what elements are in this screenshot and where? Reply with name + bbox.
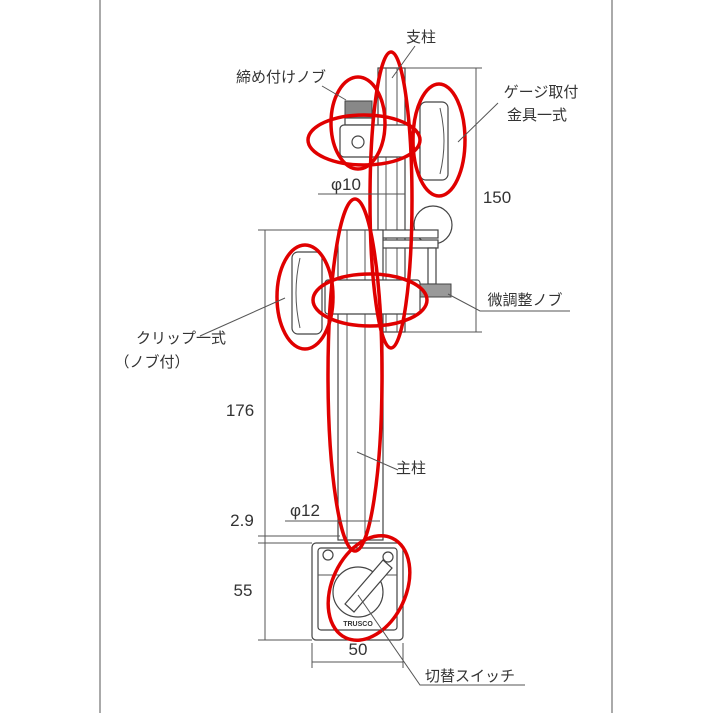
brand-logo: TRUSCO: [343, 621, 373, 628]
switch-lever: [344, 559, 393, 613]
label-main-column: 主柱: [396, 459, 426, 477]
label-tightening-knob: 締め付けノブ: [236, 68, 326, 86]
dim-support-length: 150: [483, 188, 511, 207]
label-clip-set-2: （ノブ付）: [114, 353, 189, 371]
fine-adjust-assembly: [379, 205, 453, 298]
dim-main-length: 176: [226, 401, 254, 420]
label-fine-adjust-knob: 微調整ノブ: [487, 291, 562, 309]
dim-base-height: 55: [234, 581, 253, 600]
label-clip-set-1: クリップ一式: [136, 329, 226, 347]
dim-gap: 2.9: [230, 511, 254, 530]
gauge-mount-pad: [419, 101, 449, 181]
label-gauge-mount-2: 金具一式: [507, 106, 567, 124]
dim-base-width: 50: [349, 640, 368, 659]
label-gauge-mount-1: ゲージ取付: [504, 83, 579, 101]
highlight-ellipses: [275, 50, 467, 642]
label-switch: 切替スイッチ: [425, 667, 515, 685]
dim-support-diameter: φ10: [331, 175, 361, 194]
dim-main-diameter: φ12: [290, 501, 320, 520]
label-support-column: 支柱: [406, 28, 436, 46]
clip-pad: [291, 251, 323, 335]
leader-lines: [199, 45, 570, 686]
